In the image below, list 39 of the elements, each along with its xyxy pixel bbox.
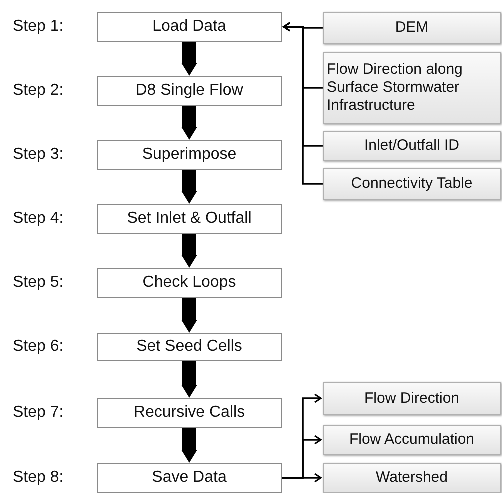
- block-arrow: [182, 170, 198, 204]
- node-label: Flow Accumulation: [349, 431, 475, 449]
- block-arrow: [182, 234, 198, 268]
- node-label: Check Loops: [142, 274, 236, 292]
- node-label: Flow Direction: [364, 390, 460, 408]
- step-label: Step 3:: [13, 146, 64, 164]
- connector-arrow: [283, 22, 323, 185]
- data-box: [323, 52, 501, 124]
- data-box: [323, 168, 501, 200]
- data-box: [323, 425, 501, 455]
- node-label: Set Inlet & Outfall: [127, 210, 252, 228]
- node-label: DEM: [395, 19, 429, 37]
- step-label: Step 2:: [13, 82, 64, 100]
- node-label: Inlet/Outfall ID: [364, 137, 460, 155]
- step-label: Step 4:: [13, 210, 64, 228]
- block-arrow: [182, 298, 198, 333]
- data-box: [323, 382, 501, 415]
- step-label: Step 7:: [13, 404, 64, 422]
- step-label: Step 8:: [13, 469, 64, 487]
- node-label: Save Data: [152, 469, 227, 487]
- block-arrow: [182, 106, 198, 140]
- node-label: Recursive Calls: [134, 404, 246, 422]
- data-box: [323, 463, 501, 493]
- block-arrow: [182, 42, 198, 76]
- data-box: [323, 12, 501, 44]
- data-box: [323, 131, 501, 161]
- node-label: D8 Single Flow: [136, 82, 244, 100]
- node-label: Superimpose: [142, 146, 237, 164]
- node-label: Load Data: [152, 18, 226, 36]
- step-label: Step 6:: [13, 338, 64, 356]
- connector-arrow: [282, 473, 322, 483]
- node-label: Flow Direction along Surface Stormwater Infrastructure: [327, 61, 464, 115]
- block-arrow: [182, 361, 198, 398]
- block-arrow: [182, 428, 198, 463]
- node-label: Watershed: [376, 469, 448, 487]
- node-label: Set Seed Cells: [136, 338, 242, 356]
- step-label: Step 1:: [13, 18, 64, 36]
- node-label: Connectivity Table: [351, 175, 473, 193]
- step-label: Step 5:: [13, 274, 64, 292]
